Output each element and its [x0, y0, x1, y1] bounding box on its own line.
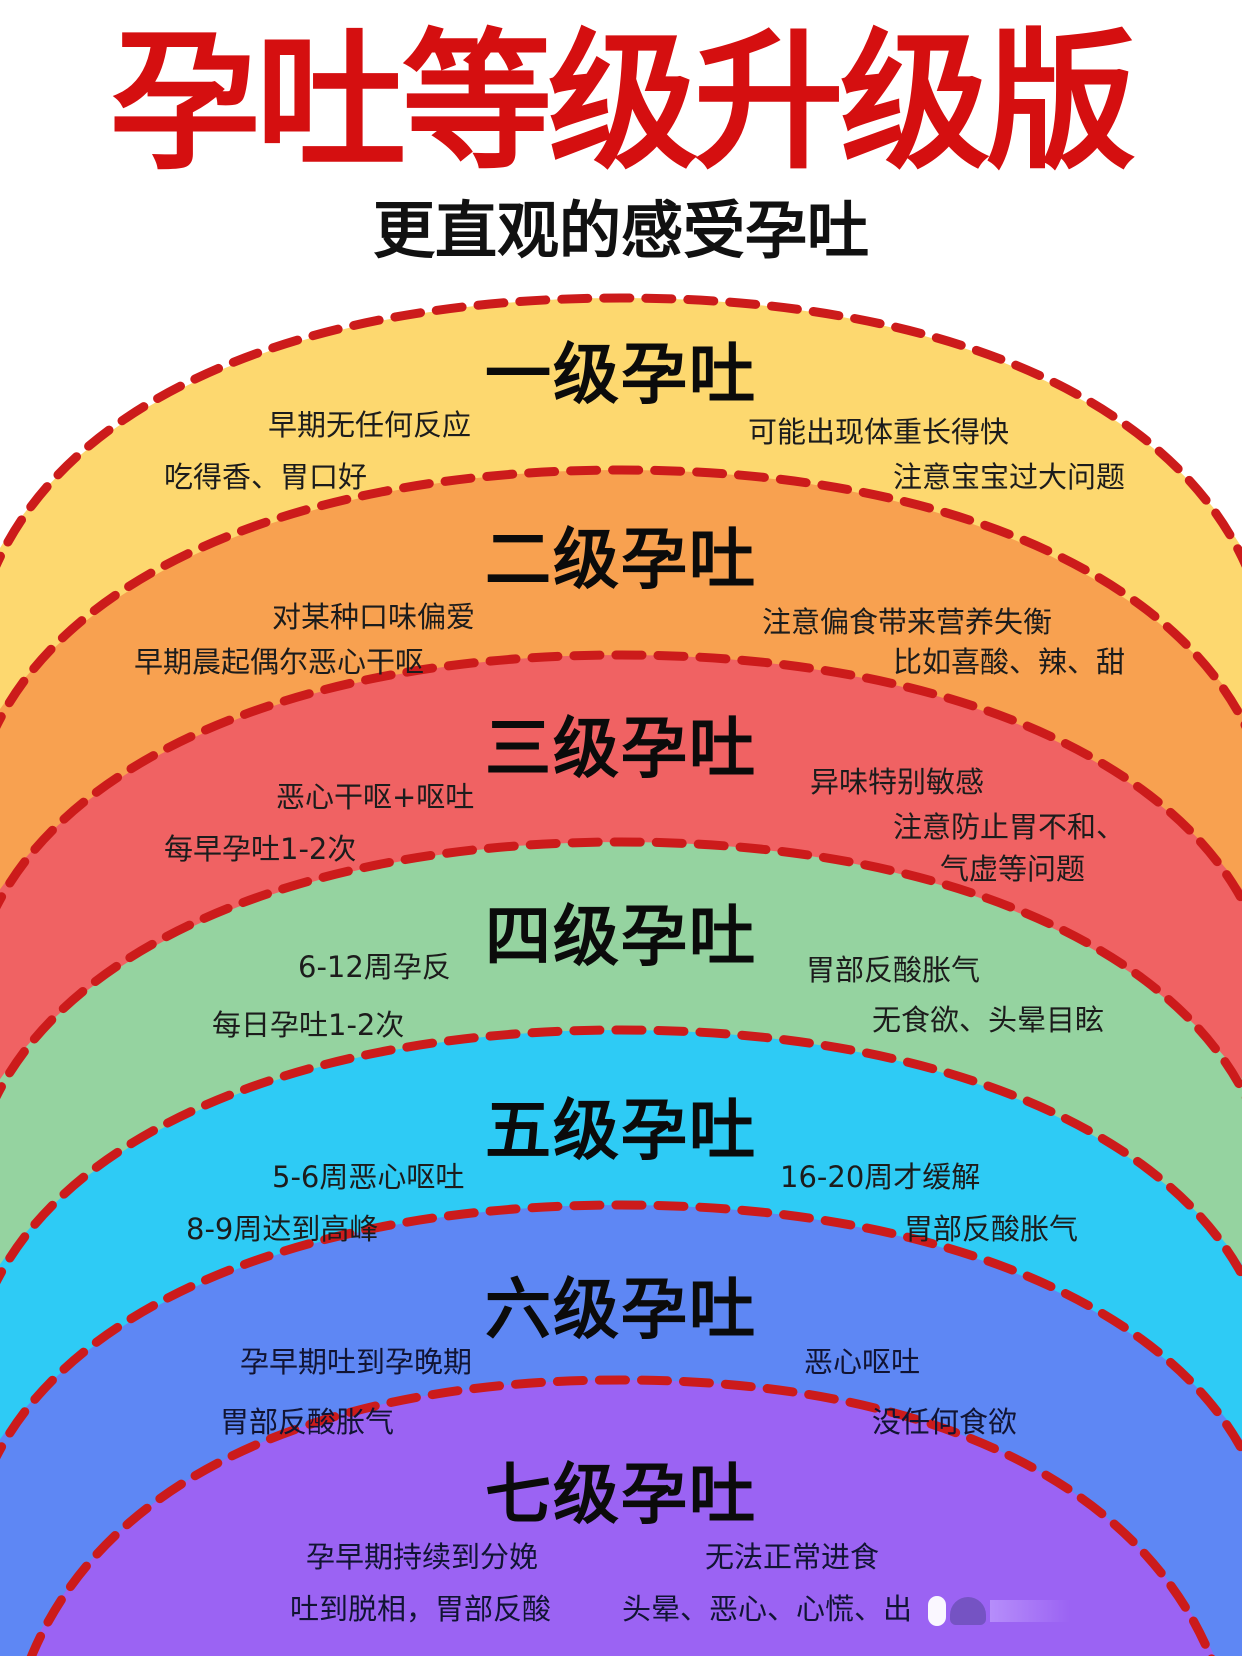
level-6-note-left-2: 胃部反酸胀气	[220, 1405, 395, 1439]
watermark-blob-icon	[950, 1597, 986, 1625]
level-6-note-left-1: 孕早期吐到孕晚期	[240, 1345, 473, 1379]
level-3-note-right-1: 异味特别敏感	[810, 765, 985, 799]
level-2-note-right-1: 注意偏食带来营养失衡	[762, 605, 1053, 639]
level-1-note-left-2: 吃得香、胃口好	[164, 460, 368, 494]
level-2-note-left-2: 早期晨起偶尔恶心干呕	[134, 645, 425, 679]
level-4-title: 四级孕吐	[485, 898, 757, 975]
page-title: 孕吐等级升级版	[109, 16, 1136, 190]
page-subtitle: 更直观的感受孕吐	[372, 194, 869, 267]
level-7-note-left-1: 孕早期持续到分娩	[306, 1540, 539, 1574]
level-3-title: 三级孕吐	[485, 710, 757, 787]
watermark-logo-icon	[928, 1596, 946, 1626]
level-3-note-right-3: 气虚等问题	[940, 852, 1086, 886]
level-3-note-left-2: 每早孕吐1-2次	[164, 832, 357, 866]
level-1-note-left-1: 早期无任何反应	[268, 408, 472, 442]
level-5-note-right-1: 16-20周才缓解	[780, 1160, 981, 1194]
level-2-note-left-1: 对某种口味偏爱	[272, 600, 476, 634]
level-4-note-right-1: 胃部反酸胀气	[806, 953, 981, 987]
band-7	[26, 1375, 1216, 1656]
level-4-note-right-2: 无食欲、头晕目眩	[872, 1003, 1105, 1037]
level-6-note-right-2: 没任何食欲	[872, 1405, 1018, 1439]
level-2-title: 二级孕吐	[485, 521, 757, 598]
level-1-note-right-1: 可能出现体重长得快	[748, 415, 1010, 449]
level-3-note-right-2: 注意防止胃不和、	[893, 810, 1126, 844]
level-7-note-left-2: 吐到脱相，胃部反酸	[290, 1592, 552, 1626]
level-5-note-right-2: 胃部反酸胀气	[904, 1212, 1079, 1246]
level-4-note-left-1: 6-12周孕反	[298, 950, 451, 984]
level-1-note-right-2: 注意宝宝过大问题	[893, 460, 1126, 494]
level-6-title: 六级孕吐	[485, 1271, 757, 1348]
level-5-title: 五级孕吐	[485, 1092, 757, 1169]
level-1-title: 一级孕吐	[485, 336, 757, 413]
level-6-note-right-1: 恶心呕吐	[804, 1345, 921, 1379]
level-5-note-left-2: 8-9周达到高峰	[186, 1212, 379, 1246]
level-7-note-right-2: 头晕、恶心、心慌、出	[622, 1592, 913, 1626]
level-2-note-right-2: 比如喜酸、辣、甜	[893, 645, 1126, 679]
watermark	[928, 1594, 1078, 1628]
level-7-note-right-1: 无法正常进食	[705, 1540, 880, 1574]
watermark-fade	[990, 1600, 1070, 1622]
level-5-note-left-1: 5-6周恶心呕吐	[272, 1160, 465, 1194]
level-3-note-left-1: 恶心干呕+呕吐	[276, 780, 475, 814]
level-4-note-left-2: 每日孕吐1-2次	[212, 1008, 405, 1042]
level-7-title: 七级孕吐	[485, 1456, 757, 1533]
